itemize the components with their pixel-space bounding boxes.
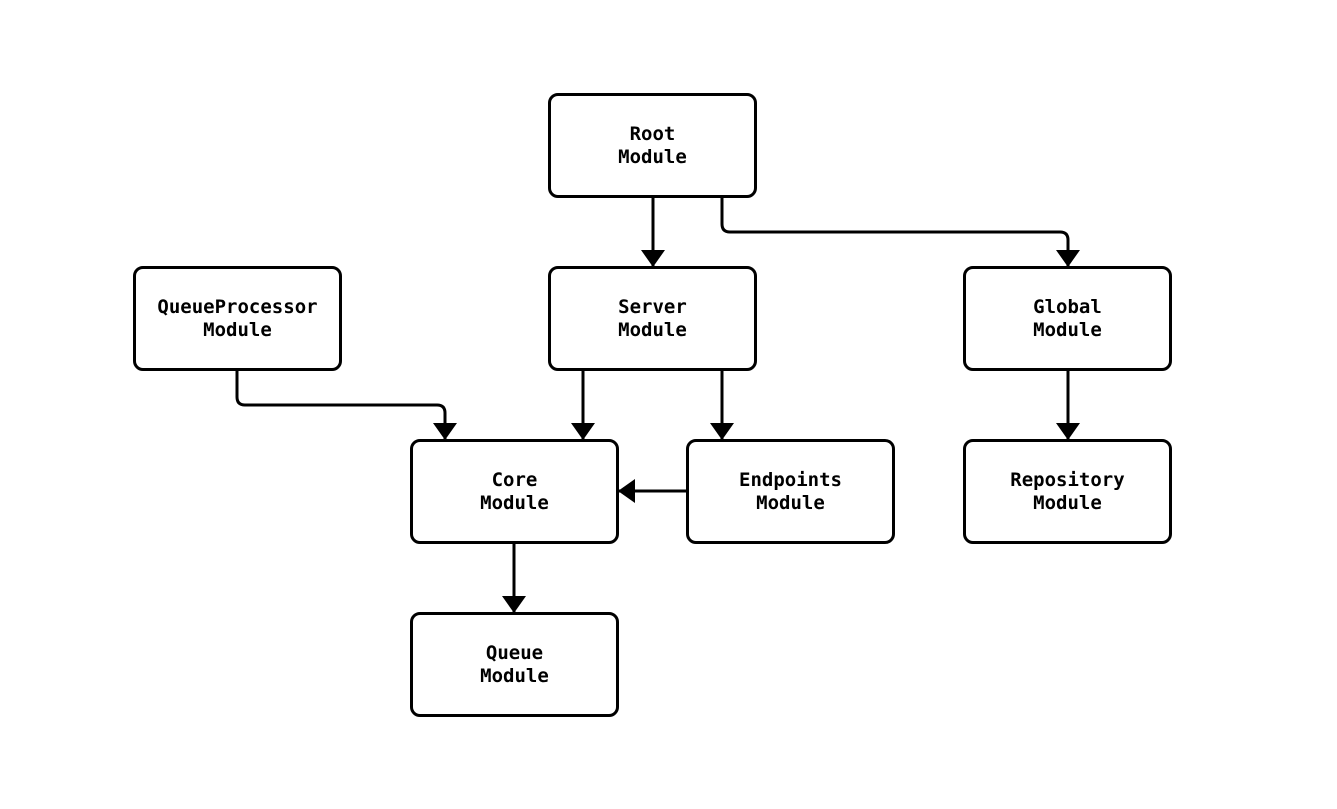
node-global-module: Global Module <box>963 266 1172 371</box>
node-root-module: Root Module <box>548 93 757 198</box>
node-queueprocessor-module: QueueProcessor Module <box>133 266 342 371</box>
edge-root-to-global <box>720 198 1080 267</box>
node-endpoints-module: Endpoints Module <box>686 439 895 544</box>
edge-queueprocessor-to-core <box>235 371 457 440</box>
node-repository-module: Repository Module <box>963 439 1172 544</box>
node-server-module: Server Module <box>548 266 757 371</box>
node-core-module: Core Module <box>410 439 619 544</box>
node-queue-module: Queue Module <box>410 612 619 717</box>
